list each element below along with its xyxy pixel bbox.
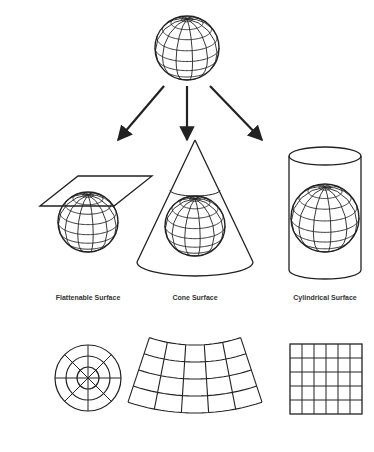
cone-globe	[165, 196, 225, 256]
azimuthal-grid	[55, 345, 121, 411]
arrow	[210, 86, 262, 140]
cylinder-surface	[289, 147, 361, 279]
arrow	[118, 86, 164, 140]
surface-label: Cone Surface	[172, 294, 217, 301]
cylinder-globe	[291, 184, 359, 252]
plane-surface	[40, 176, 152, 206]
surface-label: Flattenable Surface	[56, 294, 121, 301]
cylindrical-grid	[290, 344, 362, 414]
globe	[155, 16, 219, 80]
planar-globe	[58, 192, 118, 252]
arrow	[186, 86, 188, 140]
conic-grid	[128, 338, 262, 413]
cone-surface	[137, 140, 253, 276]
surface-label: Cylindrical Surface	[293, 294, 356, 301]
